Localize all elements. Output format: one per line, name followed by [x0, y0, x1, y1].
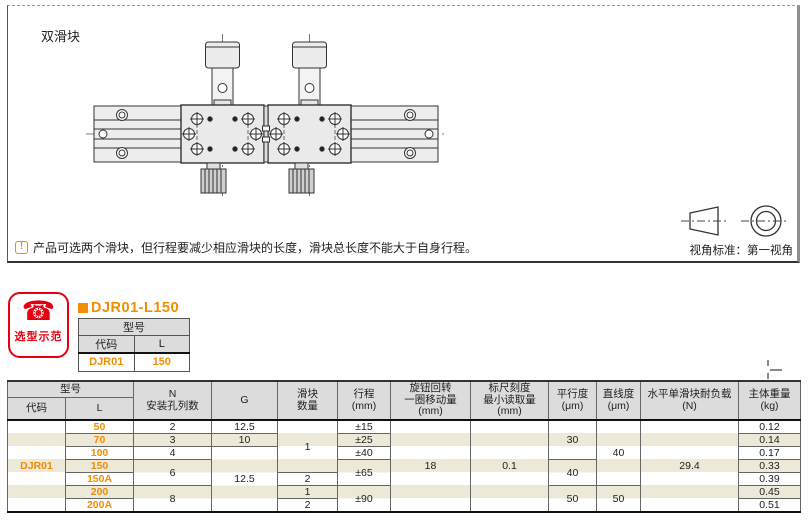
spec-cell: 200: [65, 485, 134, 499]
col-header-model-group: 型号: [7, 380, 134, 398]
table-row: 70 3 10 ±25 0.14: [8, 433, 801, 447]
spec-cell: 10: [211, 433, 278, 447]
spec-cell: 70: [65, 433, 134, 447]
spec-cell: 150A: [65, 472, 134, 486]
spec-cell: 50: [65, 419, 134, 434]
heading-bullet-icon: [78, 303, 88, 313]
projection-icons: [681, 201, 787, 241]
footnote-text: 产品可选两个滑块，但行程要减少相应滑块的长度，滑块总长度不能大于自身行程。: [33, 241, 478, 255]
table-row: 200 8 1 ±90 50 50 0.45: [8, 485, 801, 513]
spec-cell: 0.45: [738, 485, 801, 499]
spec-cell: ±15: [337, 419, 391, 434]
selection-example-badge: ☎ 选型示范: [8, 292, 69, 358]
rail-end-right: [350, 105, 439, 163]
model-heading: DJR01-L150: [78, 300, 179, 316]
clamp-knob: [205, 41, 240, 107]
phone-icon: ☎: [21, 296, 56, 326]
spec-cell: 1: [277, 419, 338, 473]
crop-crosshair-mark: [770, 369, 782, 371]
spec-cell: 0.33: [738, 459, 801, 473]
drawing-panel: 双滑块: [7, 5, 800, 263]
model-heading-text: DJR01-L150: [91, 300, 180, 316]
spec-cell: ±25: [337, 433, 391, 447]
col-header-straight: 直线度 (μm): [596, 380, 641, 421]
model-example-table: 型号 代码 L DJR01 150: [78, 318, 190, 372]
spec-cell: ±40: [337, 446, 391, 460]
col-header-knob: 旋钮回转 一圈移动量 (mm): [390, 380, 471, 421]
spec-cell: ±90: [337, 485, 391, 513]
spec-cell: 30: [548, 419, 597, 460]
spec-cell: 100: [65, 446, 134, 460]
table-row: 200A 2 0.51: [8, 498, 801, 513]
spec-cell: 40: [596, 419, 641, 486]
spec-cell: 0.14: [738, 433, 801, 447]
spec-cell: 0.39: [738, 472, 801, 486]
spec-cell: 50: [596, 485, 641, 513]
table-row: 150 6 ±65 40 0.33: [8, 459, 801, 486]
knurled-knob: [200, 162, 227, 194]
col-header-g: G: [211, 380, 278, 421]
col-header-stroke: 行程 (mm): [337, 380, 391, 421]
col-header-n: N 安装孔列数: [133, 380, 212, 421]
spec-cell: 18: [390, 419, 471, 513]
spec-cell: 8: [133, 485, 212, 513]
rail-end-left: [93, 105, 182, 163]
panel-title: 双滑块: [41, 29, 81, 44]
spec-cell: 40: [548, 459, 597, 486]
spec-cell: 2: [277, 498, 338, 513]
projection-standard-label: 视角标准：第一视角: [689, 245, 794, 257]
spec-cell: 0.17: [738, 446, 801, 460]
table-row: DJR01 50 2 12.5 1 ±15 18 0.1 30 40 29.4 …: [7, 419, 801, 513]
first-angle-frustum-icon: [681, 206, 729, 236]
spec-cell: 0.51: [738, 498, 801, 513]
col-header-parallel: 平行度 (μm): [548, 380, 597, 421]
spec-cell: 2: [133, 419, 212, 434]
col-header-code: 代码: [7, 396, 66, 421]
clamp-knob: [292, 41, 327, 107]
slider-block: [180, 104, 265, 164]
spec-cell: ±65: [337, 459, 391, 486]
code-value: DJR01: [78, 352, 135, 372]
spec-cell: 0.12: [738, 419, 801, 434]
first-angle-circles-icon: [741, 205, 787, 237]
crop-crosshair-mark: [767, 360, 769, 379]
table-row: 100 4 12.5 ±40 0.17: [8, 446, 801, 513]
spec-cell: 50: [548, 485, 597, 513]
spec-cell: 0.1: [470, 419, 549, 513]
col-header-weight: 主体重量 (kg): [738, 380, 801, 421]
footnote: ! 产品可选两个滑块，但行程要减少相应滑块的长度，滑块总长度不能大于自身行程。: [15, 239, 477, 256]
spec-cell: 12.5: [211, 419, 278, 434]
spec-cell: 29.4: [640, 419, 739, 513]
col-header-l: L: [65, 396, 134, 421]
l-header: L: [133, 335, 190, 354]
spec-cell: 2: [277, 472, 338, 486]
spec-cell: 200A: [65, 498, 134, 513]
knurled-knob: [288, 162, 315, 194]
spec-cell: 12.5: [211, 446, 278, 513]
warning-icon: !: [15, 241, 28, 254]
l-value: 150: [133, 352, 190, 372]
col-header-load: 水平单滑块耐负载 (N): [640, 380, 739, 421]
spec-cell: 6: [133, 459, 212, 486]
technical-drawing: [86, 34, 446, 196]
model-header: 型号: [78, 318, 190, 336]
spec-cell: 4: [133, 446, 212, 460]
col-header-qty: 滑块 数量: [277, 380, 338, 421]
selection-example-label: 选型示范: [14, 331, 63, 343]
spec-cell: 3: [133, 433, 212, 447]
col-header-scale: 标尺刻度 最小读取量 (mm): [470, 380, 549, 421]
spec-cell: 150: [65, 459, 134, 473]
spec-cell: 1: [277, 485, 338, 499]
spec-cell: DJR01: [7, 419, 66, 513]
slider-block: [267, 104, 352, 164]
spec-table: 型号 N 安装孔列数 G 滑块 数量 行程 (mm) 旋钮回转 一圈移动量 (m…: [7, 380, 801, 513]
code-header: 代码: [78, 335, 135, 354]
